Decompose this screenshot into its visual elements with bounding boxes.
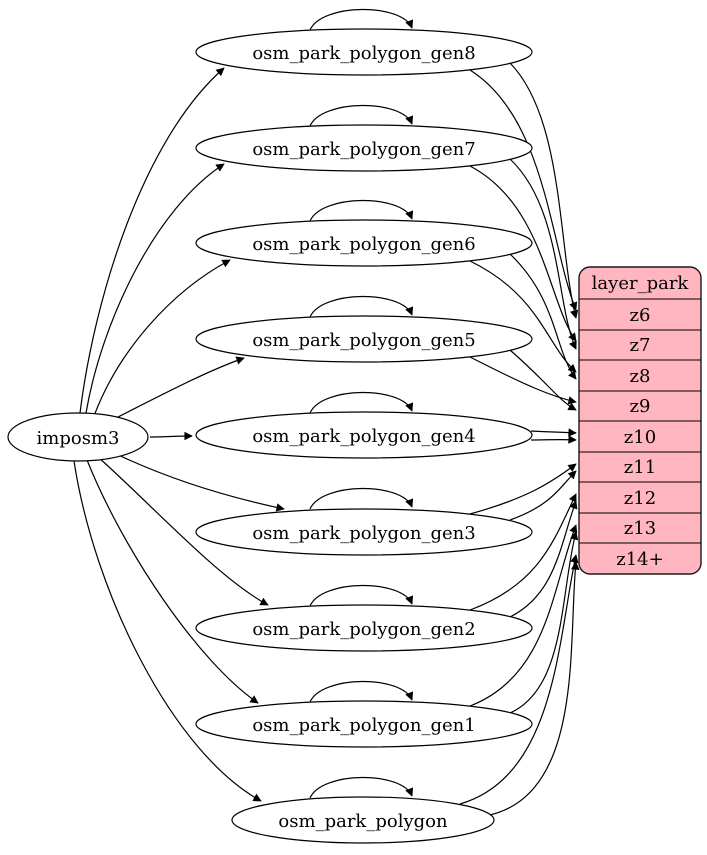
layer-row-z12: z12 <box>624 488 656 509</box>
gen2-label: osm_park_polygon_gen2 <box>252 619 475 640</box>
imposm3-label: imposm3 <box>37 428 120 449</box>
layer-row-z10: z10 <box>624 427 656 448</box>
gen5-label: osm_park_polygon_gen5 <box>252 330 475 351</box>
self-loop-gen5 <box>310 296 412 317</box>
node-layer-park: layer_park z6 z7 z8 z9 z10 z11 z12 z13 z… <box>579 267 701 574</box>
gen3-label: osm_park_polygon_gen3 <box>252 523 475 544</box>
layer-row-z6: z6 <box>630 305 651 326</box>
gen4-label: osm_park_polygon_gen4 <box>252 426 475 447</box>
node-osm-park-polygon-gen1: osm_park_polygon_gen1 <box>196 701 532 747</box>
self-loop-gen8 <box>310 9 412 30</box>
edge-gen5-to-z9-a <box>470 357 576 402</box>
edge-gen2-to-z12-b <box>510 501 576 617</box>
polygon-label: osm_park_polygon <box>278 811 448 832</box>
self-loop-polygon <box>310 777 412 798</box>
gen1-label: osm_park_polygon_gen1 <box>252 715 475 736</box>
node-osm-park-polygon-gen7: osm_park_polygon_gen7 <box>196 125 532 171</box>
node-osm-park-polygon: osm_park_polygon <box>232 797 494 843</box>
self-loop-gen4 <box>310 392 412 413</box>
edge-imposm3-to-gen5 <box>110 358 244 421</box>
node-osm-park-polygon-gen8: osm_park_polygon_gen8 <box>196 29 532 75</box>
node-osm-park-polygon-gen2: osm_park_polygon_gen2 <box>196 605 532 651</box>
node-imposm3: imposm3 <box>8 413 148 461</box>
edge-imposm3-to-gen7 <box>86 164 224 413</box>
edge-imposm3-to-gen3 <box>112 452 284 509</box>
gen8-label: osm_park_polygon_gen8 <box>252 43 475 64</box>
self-loop-gen6 <box>310 200 412 221</box>
edge-gen3-to-z11-b <box>510 471 576 520</box>
self-loop-gen3 <box>310 488 412 509</box>
edge-gen8-to-z6-a <box>470 70 576 310</box>
layer-row-z9: z9 <box>630 396 651 417</box>
layer-row-z14: z14+ <box>616 549 663 570</box>
layer-row-z13: z13 <box>624 518 656 539</box>
layer-row-z11: z11 <box>624 457 656 478</box>
layer-row-z7: z7 <box>630 335 651 356</box>
edge-imposm3-to-gen4 <box>150 436 192 437</box>
layer-park-title: layer_park <box>592 273 690 294</box>
node-osm-park-polygon-gen3: osm_park_polygon_gen3 <box>196 509 532 555</box>
node-osm-park-polygon-gen6: osm_park_polygon_gen6 <box>196 220 532 266</box>
node-osm-park-polygon-gen4: osm_park_polygon_gen4 <box>196 412 532 458</box>
edge-polygon-to-z14-a <box>460 555 576 804</box>
edge-gen5-to-z9-b <box>510 350 576 410</box>
layer-row-z8: z8 <box>630 366 651 387</box>
gen6-label: osm_park_polygon_gen6 <box>252 234 475 255</box>
gen7-label: osm_park_polygon_gen7 <box>252 139 475 160</box>
edge-gen4-to-z10-a <box>531 431 576 433</box>
self-loop-gen1 <box>310 681 412 702</box>
self-loop-gen2 <box>310 585 412 606</box>
node-osm-park-polygon-gen5: osm_park_polygon_gen5 <box>196 316 532 362</box>
self-loop-gen7 <box>310 105 412 126</box>
